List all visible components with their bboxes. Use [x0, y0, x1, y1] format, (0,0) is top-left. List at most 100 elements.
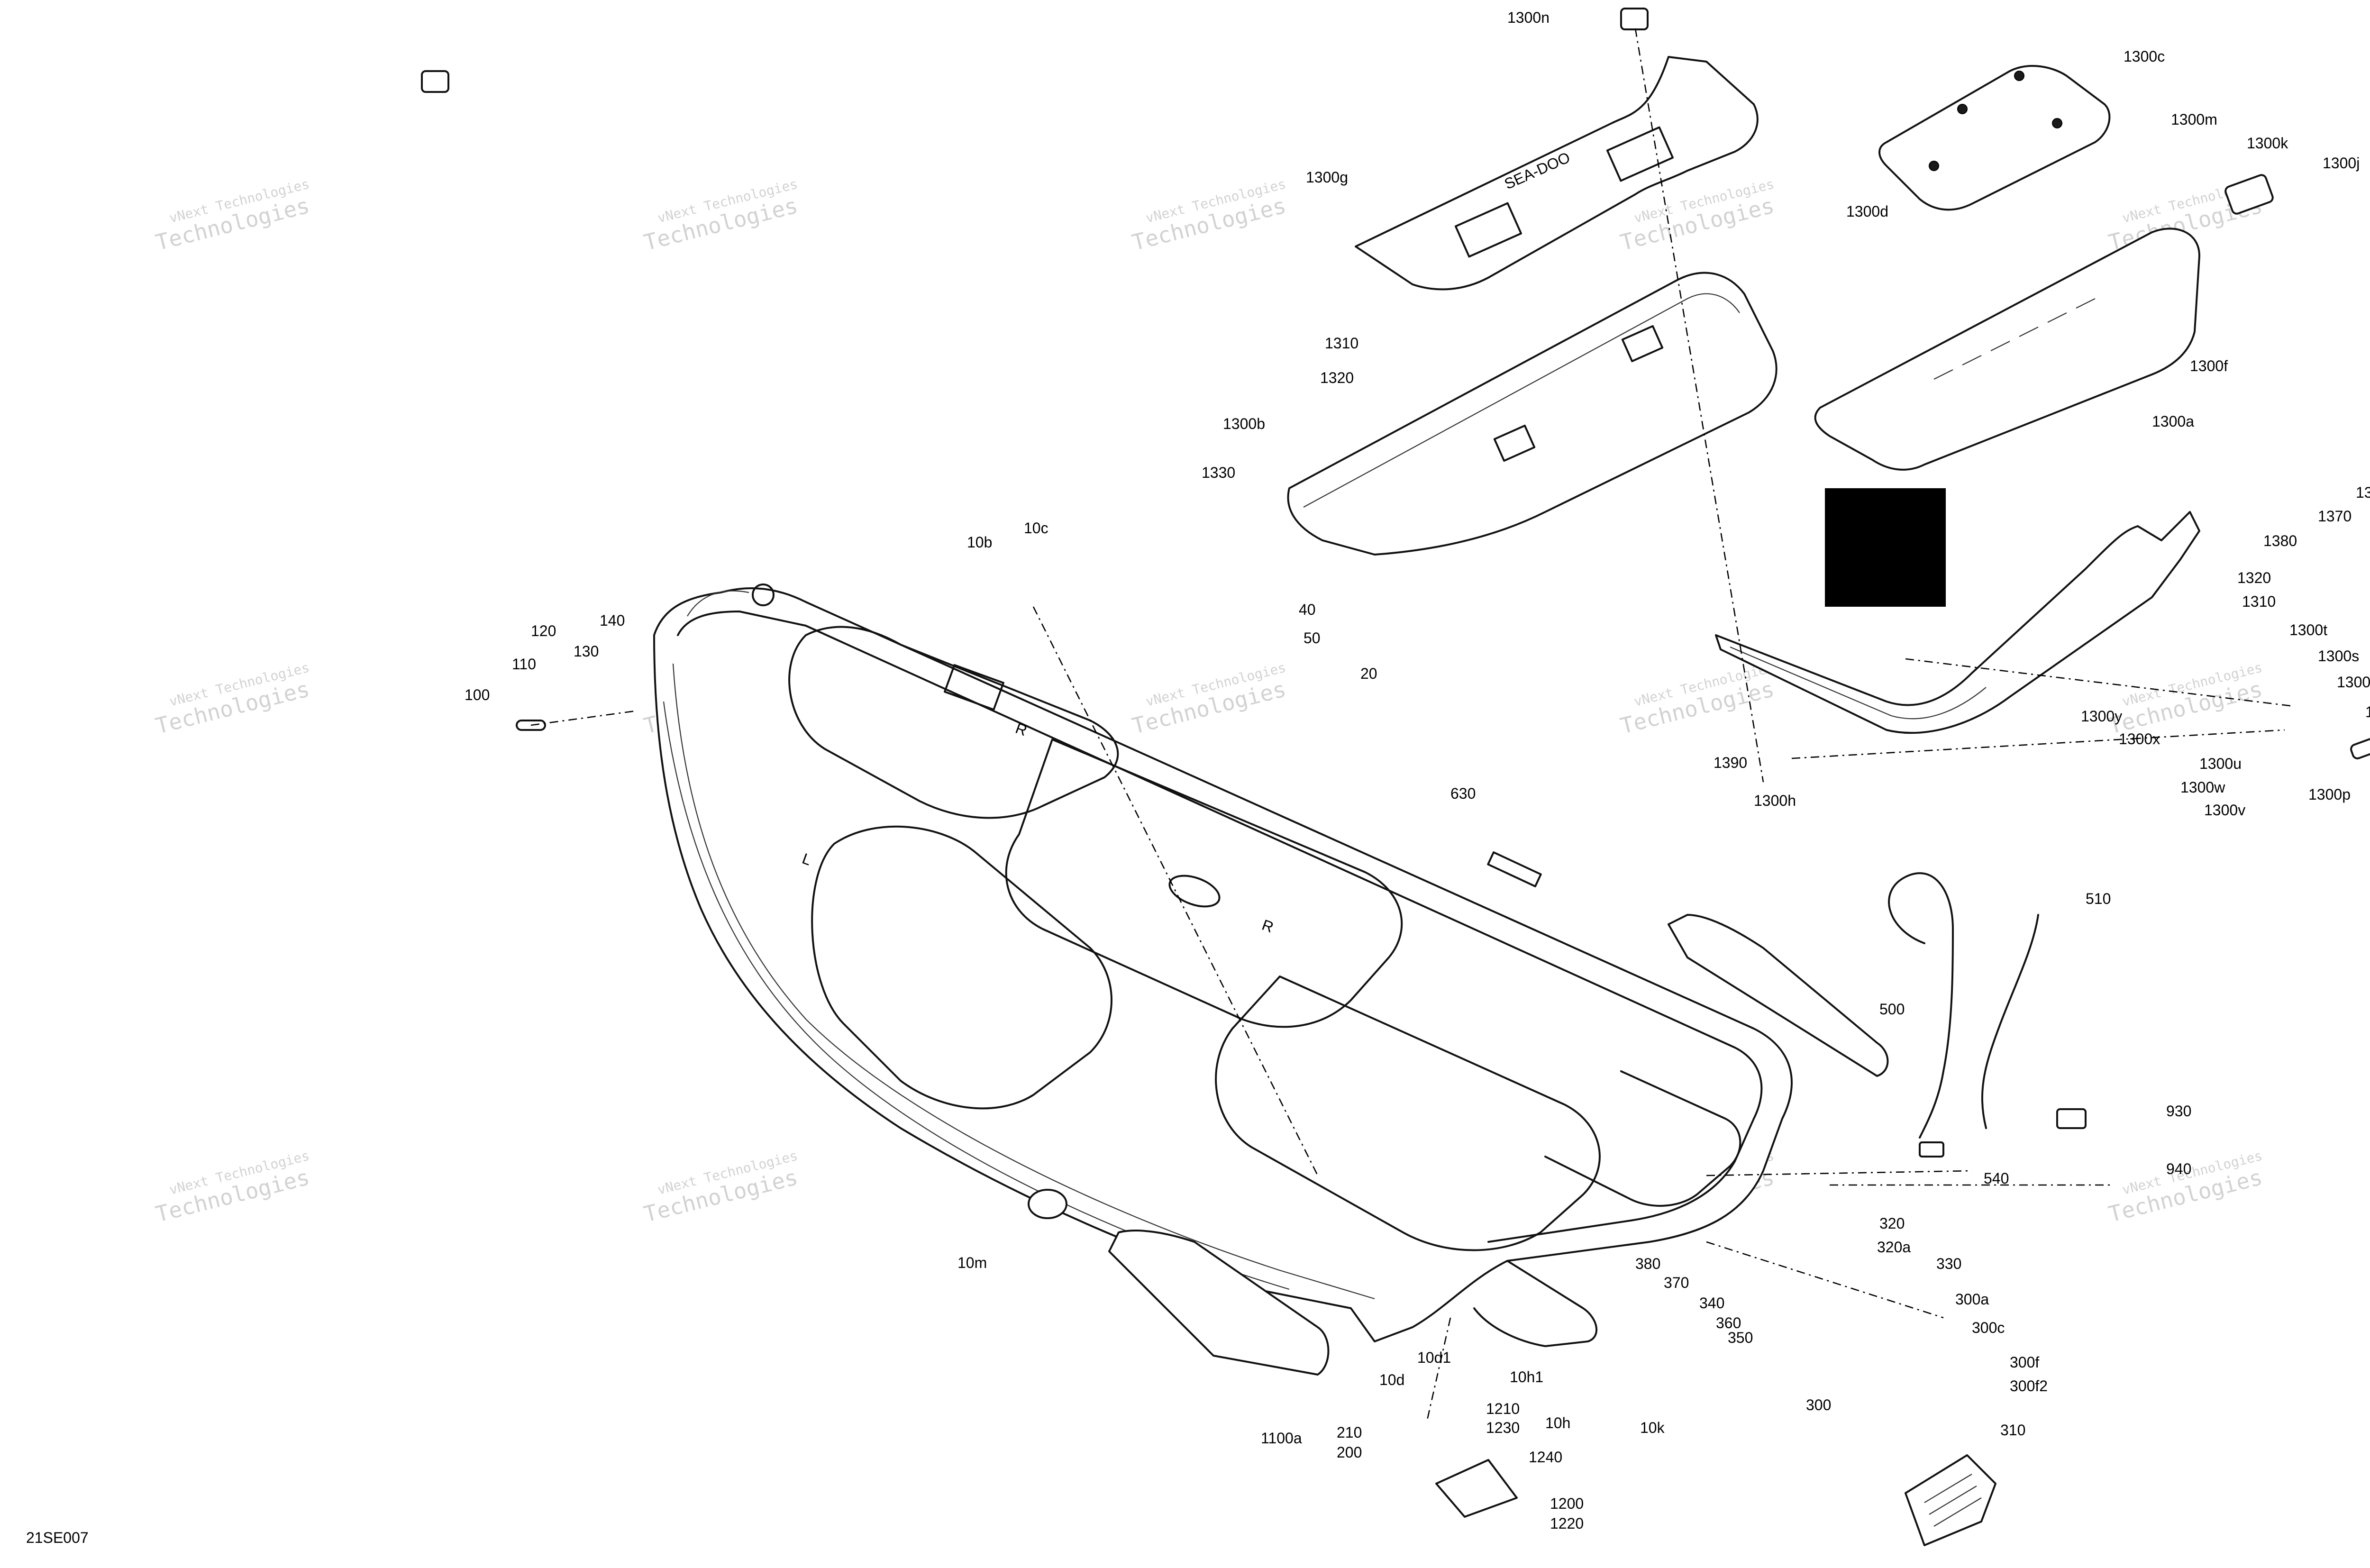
- callout-label-1100a: 1100a: [1261, 1430, 1302, 1447]
- rear-rail-inner: [1730, 646, 1987, 720]
- storage-tray-1300f: [1814, 228, 2200, 471]
- callout-label-110: 110: [512, 656, 536, 673]
- callout-label-1360: 1360: [2356, 484, 2370, 501]
- hull-gunwale-line: [677, 611, 1763, 1243]
- diagram-code: 21SE007: [26, 1529, 89, 1546]
- callout-label-210: 210: [1337, 1424, 1362, 1441]
- part-10m: [1028, 1189, 1067, 1219]
- ride-plate-1200: [1435, 1459, 1518, 1518]
- callout-label-310: 310: [2000, 1422, 2025, 1439]
- callout-label-1300w: 1300w: [2180, 779, 2225, 796]
- seat-base-1300b: [1287, 272, 1778, 556]
- callout-label-510: 510: [2086, 890, 2111, 907]
- callout-label-1300h: 1300h: [1754, 792, 1796, 809]
- callout-label-500: 500: [1879, 1001, 1905, 1018]
- bow-storage-area: [788, 626, 1119, 819]
- hull-outer-shell: [653, 587, 1793, 1342]
- callout-label-10d1: 10d1: [1417, 1349, 1451, 1366]
- callout-label-630: 630: [1450, 785, 1476, 802]
- callout-label-1230: 1230: [1486, 1419, 1520, 1436]
- bracket-540: [1919, 1141, 1944, 1158]
- bracket-1300c: [1878, 65, 2111, 211]
- watermark: vNext Technologies Technologies: [153, 659, 312, 739]
- callout-label-1300s: 1300s: [2318, 647, 2359, 665]
- callout-label-340: 340: [1699, 1295, 1724, 1312]
- callout-label-1220: 1220: [1550, 1515, 1584, 1532]
- callout-label-130: 130: [574, 643, 599, 660]
- callout-label-1390: 1390: [1714, 754, 1747, 771]
- watermark: vNext Technologies Technologies: [1130, 659, 1289, 739]
- bracket-hole: [1957, 104, 1968, 114]
- callout-label-300f: 300f: [2010, 1354, 2039, 1371]
- callout-label-1300t: 1300t: [2289, 621, 2327, 638]
- callout-label-20: 20: [1360, 665, 1377, 682]
- bracket-hole: [2014, 71, 2024, 81]
- watermark: vNext Technologies Technologies: [641, 176, 801, 255]
- storage-tray-ribs: [1933, 298, 2096, 380]
- callout-label-1300b: 1300b: [1223, 415, 1265, 432]
- watermark: vNext Technologies Technologies: [1618, 659, 1777, 739]
- callout-label-1300y: 1300y: [2081, 708, 2122, 725]
- watermark: vNext Technologies Technologies: [153, 176, 312, 255]
- callout-label-1300c: 1300c: [2124, 48, 2165, 65]
- callout-label-370: 370: [1664, 1274, 1689, 1291]
- callout-label-360: 360: [1716, 1314, 1741, 1331]
- bracket-hole: [2052, 118, 2062, 128]
- callout-label-100: 100: [465, 686, 490, 703]
- callout-label-320a: 320a: [1877, 1239, 1911, 1256]
- callout-label-1370: 1370: [2318, 508, 2352, 525]
- intake-grate-slots: [1924, 1474, 1982, 1527]
- callout-label-380: 380: [1635, 1255, 1660, 1272]
- callout-label-1300j: 1300j: [2323, 155, 2360, 172]
- part-1300p: [2350, 734, 2370, 759]
- transom-bottom: [1473, 1260, 1597, 1347]
- intake-grate: [1905, 1454, 1996, 1546]
- callout-label-1380: 1380: [2263, 532, 2297, 549]
- callout-label-1200: 1200: [1550, 1495, 1584, 1512]
- callout-label-930: 930: [2166, 1103, 2191, 1120]
- hull-side-line-2: [663, 701, 1290, 1290]
- bracket-hole: [1929, 161, 1939, 171]
- callout-label-10h: 10h: [1545, 1414, 1570, 1431]
- callout-label-1310a: 1310: [1325, 335, 1358, 352]
- callout-label-1300n: 1300n: [1507, 9, 1550, 26]
- alignment-line: [1634, 28, 1764, 783]
- callout-label-120: 120: [531, 622, 556, 639]
- callout-label-10k: 10k: [1640, 1419, 1665, 1436]
- callout-label-1320a: 1320: [1320, 369, 1354, 386]
- stern-platform: [1544, 1070, 1741, 1207]
- callout-label-1300v: 1300v: [2204, 802, 2245, 819]
- watermark: vNext Technologies Technologies: [1130, 176, 1289, 255]
- callout-label-1300u: 1300u: [2199, 755, 2242, 772]
- callout-label-1300g: 1300g: [1306, 169, 1348, 186]
- watermark: vNext Technologies Technologies: [153, 1148, 312, 1227]
- alignment-line: [1032, 606, 1319, 1176]
- hose-510: [1981, 914, 2039, 1129]
- alignment-line: [1426, 1317, 1451, 1422]
- part-930: [2056, 1108, 2087, 1129]
- callout-label-1300x: 1300x: [2119, 730, 2160, 748]
- alignment-line: [1706, 1170, 1972, 1176]
- callout-label-10m: 10m: [957, 1254, 987, 1271]
- redaction-box: [1825, 488, 1946, 607]
- seat-cup: [1168, 875, 1221, 908]
- callout-label-1300p: 1300p: [2308, 786, 2351, 803]
- part-1300n-side: [421, 70, 449, 93]
- callout-label-40: 40: [1299, 601, 1316, 618]
- callout-label-1300r: 1300r: [2337, 674, 2370, 691]
- callout-label-300f2: 300f2: [2010, 1377, 2048, 1395]
- callout-label-1330: 1330: [1202, 464, 1235, 481]
- callout-label-1300f: 1300f: [2190, 357, 2228, 374]
- callout-label-10c: 10c: [1024, 520, 1048, 537]
- callout-label-10b: 10b: [967, 534, 992, 551]
- watermark: vNext Technologies Technologies: [2106, 659, 2265, 739]
- watermark: vNext Technologies Technologies: [641, 1148, 801, 1227]
- seat-pad-1300g: [1355, 56, 1759, 291]
- footwell-right: [1215, 975, 1601, 1251]
- part-630: [1487, 851, 1542, 887]
- small-parts: [516, 174, 2370, 1546]
- hull-side-line: [672, 663, 1375, 1300]
- seat-pad-recess-1: [1454, 202, 1522, 258]
- seat-base-latch-1: [1493, 424, 1536, 462]
- callout-label-300: 300: [1806, 1396, 1831, 1413]
